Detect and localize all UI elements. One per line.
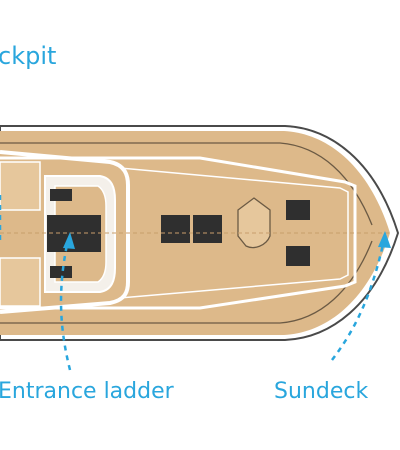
cabin-top-outline bbox=[0, 156, 357, 310]
small-hatch-2 bbox=[50, 266, 72, 278]
cockpit-bench-top bbox=[0, 161, 41, 211]
forward-hatch-2 bbox=[286, 246, 310, 266]
cockpit-label: ckpit bbox=[0, 42, 56, 70]
entrance-ladder-leader bbox=[59, 239, 72, 371]
sundeck-arrow bbox=[378, 231, 391, 248]
sundeck-label: Sundeck bbox=[274, 379, 368, 404]
starboard-rail bbox=[0, 240, 373, 324]
midship-hatch-left bbox=[161, 215, 190, 243]
entrance-ladder-label: Entrance ladder bbox=[0, 379, 175, 404]
midship-hatch-right bbox=[193, 215, 222, 243]
small-hatch-1 bbox=[50, 189, 72, 201]
cabin-inner-outline bbox=[119, 167, 349, 299]
cockpit-bench-bottom bbox=[0, 257, 41, 307]
sundeck-leader bbox=[331, 239, 386, 361]
port-rail bbox=[0, 142, 373, 226]
anchor-locker bbox=[237, 197, 271, 249]
forward-hatch-1 bbox=[286, 200, 310, 220]
entrance-ladder-arrow bbox=[63, 232, 75, 249]
